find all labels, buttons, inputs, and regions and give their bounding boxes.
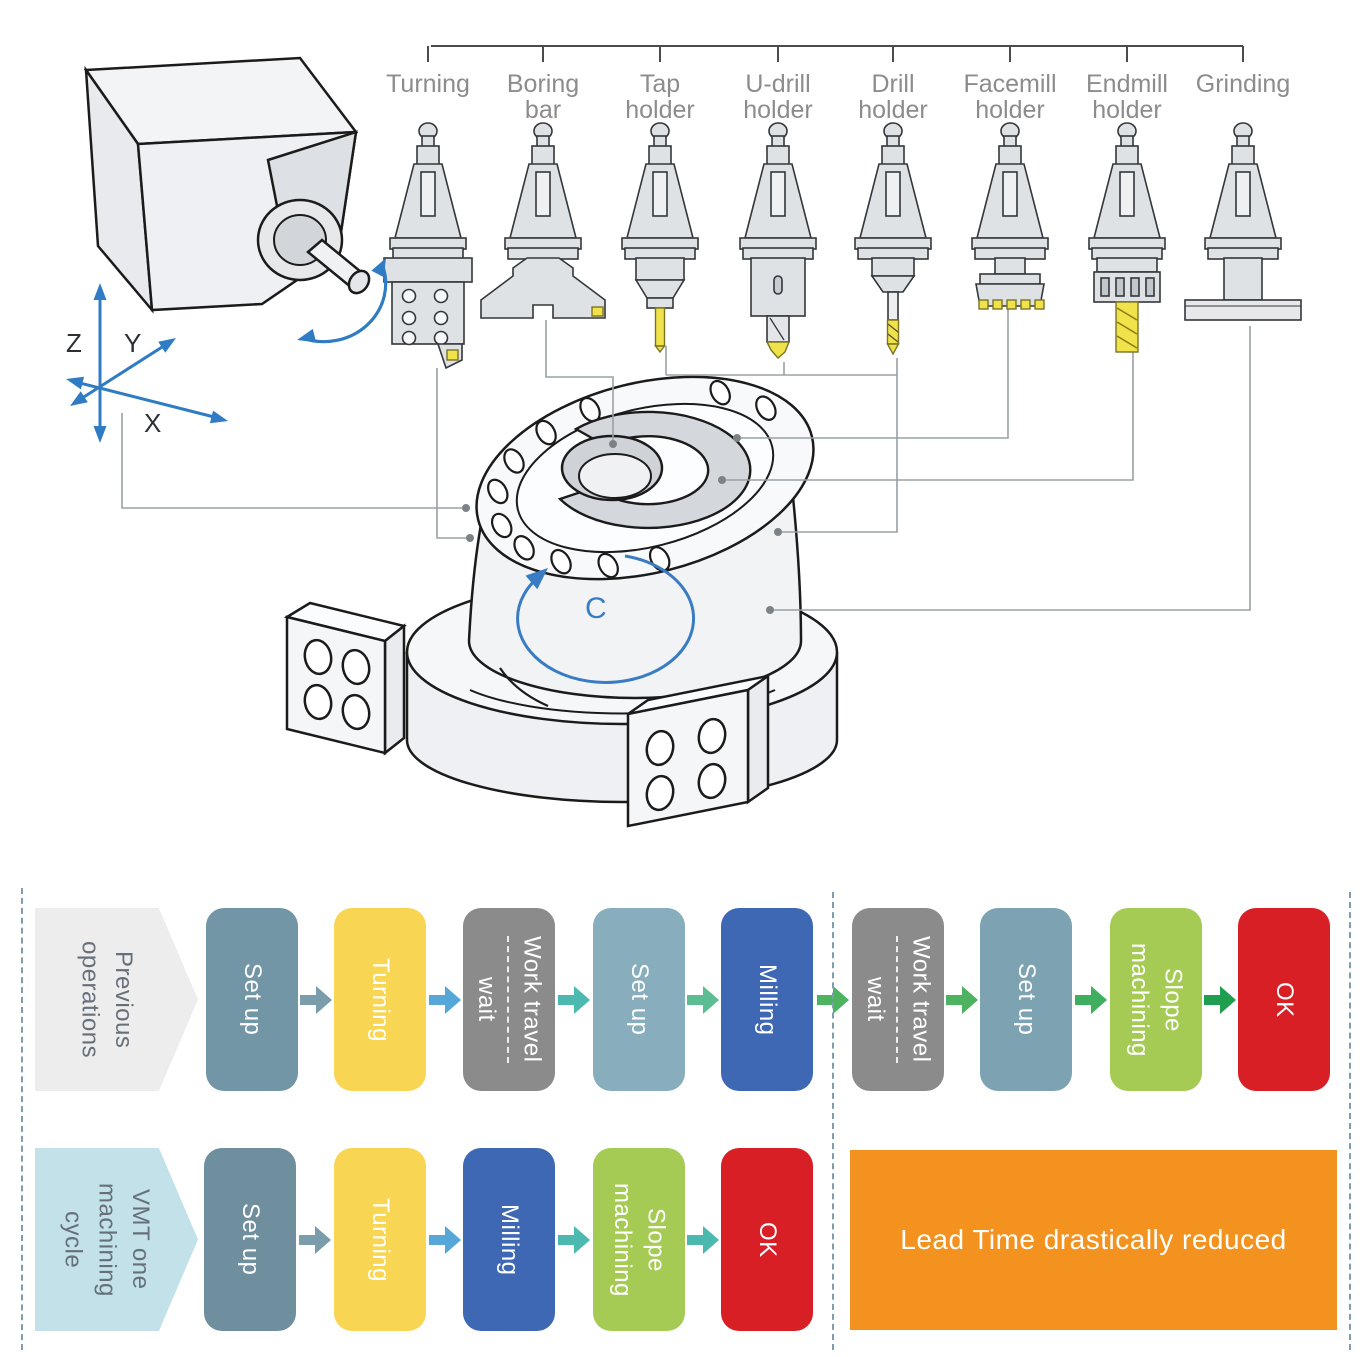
- bolt-hole: [487, 478, 509, 505]
- tool-label-tap-holder: holder: [625, 96, 695, 124]
- connector-dot: [462, 504, 470, 512]
- connector-line: [778, 358, 898, 533]
- tool-label-turning: Turning: [386, 70, 470, 98]
- lead-time-label: Lead Time drastically reduced: [900, 1224, 1287, 1255]
- flow-arrow-icon: [944, 982, 980, 1018]
- flow-step-ok-row1: OK: [1238, 908, 1330, 1091]
- connector-dot: [766, 606, 774, 614]
- tool-label-grinding: Grinding: [1196, 70, 1291, 98]
- tool-u-drill-holder: [739, 122, 817, 359]
- c-axis-label: C: [585, 592, 607, 625]
- tool-group-bracket: [427, 45, 1244, 62]
- tool-drill-holder: [854, 122, 932, 356]
- y-axis-label: Y: [124, 328, 141, 358]
- bolt-hole: [513, 535, 535, 561]
- flow-section-dashed-divider: [832, 892, 834, 1350]
- bolt-hole: [535, 419, 557, 446]
- tool-turning: [383, 122, 473, 370]
- flow-arrow-icon: [297, 1222, 333, 1258]
- flow-arrow-icon: [556, 1222, 592, 1258]
- xyz-axes: Z Y X: [66, 283, 228, 443]
- bolt-hole: [490, 512, 513, 539]
- flow-section-dashed-divider: [1349, 892, 1351, 1350]
- flow-step-set-up-row2: Set up: [204, 1148, 296, 1331]
- tool-label-tap-holder: Tap: [640, 70, 680, 98]
- clamp-block-right: [626, 673, 770, 828]
- flow-arrow-icon: [685, 1222, 721, 1258]
- flow-arrow-icon: [1202, 982, 1238, 1018]
- connector-line: [770, 326, 1251, 611]
- tool-facemill-holder: [971, 122, 1049, 310]
- tool-tap-holder: [621, 122, 699, 354]
- connector-line: [737, 308, 1009, 439]
- tool-grinding: [1184, 122, 1302, 321]
- flow-arrow-icon: [1073, 982, 1109, 1018]
- x-axis-label: X: [144, 408, 161, 438]
- tool-label-facemill-holder: holder: [975, 96, 1045, 124]
- tool-label-drill-holder: holder: [858, 96, 928, 124]
- connector-line: [545, 320, 614, 444]
- flow-step-milling-row1: Milling: [721, 908, 813, 1091]
- flow-step-set-up-row1: Set up: [593, 908, 685, 1091]
- tool-label-u-drill-holder: holder: [743, 96, 813, 124]
- c-axis-arrow: [516, 554, 696, 684]
- flow-step-turning-row1: Turning: [334, 908, 426, 1091]
- connector-dot: [466, 534, 474, 542]
- connector-dot: [774, 528, 782, 536]
- tool-label-endmill-holder: holder: [1092, 96, 1162, 124]
- connector-line: [722, 350, 1134, 481]
- connector-dot: [733, 434, 741, 442]
- machine-head-illustration: [83, 56, 388, 344]
- flow-step-turning-row2: Turning: [334, 1148, 426, 1331]
- tool-label-endmill-holder: Endmill: [1086, 70, 1168, 98]
- bolt-hole: [597, 552, 619, 579]
- tool-boring-bar: [480, 122, 606, 319]
- flow-step-set-up-row1: Set up: [206, 908, 298, 1091]
- tool-label-boring-bar: Boring: [507, 70, 579, 98]
- tool-label-boring-bar: bar: [525, 96, 561, 124]
- connector-dot: [609, 440, 617, 448]
- lead-time-banner: Lead Time drastically reduced: [850, 1150, 1337, 1330]
- tool-endmill-holder: [1088, 122, 1166, 353]
- bolt-hole: [709, 379, 731, 406]
- bolt-hole: [755, 395, 777, 421]
- flow-arrow-icon: [427, 982, 463, 1018]
- connector-line: [121, 413, 466, 509]
- connector-line: [436, 368, 470, 539]
- bolt-hole: [503, 448, 525, 474]
- flow-arrow-icon: [556, 982, 592, 1018]
- connector-dot: [718, 476, 726, 484]
- flow-arrow-icon: [298, 982, 334, 1018]
- tool-label-drill-holder: Drill: [871, 70, 914, 98]
- flow-arrow-icon: [685, 982, 721, 1018]
- flow-step-milling-row2: Milling: [463, 1148, 555, 1331]
- workpiece-illustration: C: [283, 375, 839, 828]
- flow-step-ok-row2: OK: [721, 1148, 813, 1331]
- flow-step-set-up-row1: Set up: [980, 908, 1072, 1091]
- clamp-block-left: [283, 601, 407, 756]
- flow-section-dashed-divider: [21, 888, 23, 1350]
- tool-label-u-drill-holder: U-drill: [745, 70, 810, 98]
- tool-label-facemill-holder: Facemill: [963, 70, 1056, 98]
- flow-arrow-icon: [427, 1222, 463, 1258]
- z-axis-label: Z: [66, 328, 82, 358]
- bolt-hole: [550, 548, 572, 575]
